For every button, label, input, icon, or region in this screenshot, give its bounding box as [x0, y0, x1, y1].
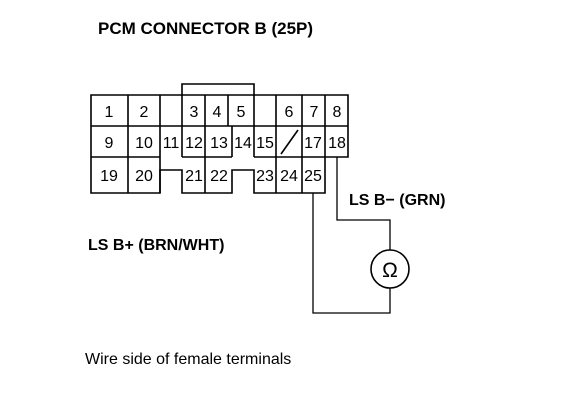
terminal-5: 5 [237, 104, 246, 121]
label-ls-b-plus: LS B+ (BRN/WHT) [88, 237, 224, 254]
terminal-10: 10 [135, 135, 153, 152]
terminal-8: 8 [333, 104, 342, 121]
terminal-14: 14 [234, 135, 252, 152]
terminal-23: 23 [256, 168, 274, 185]
diagram-title: PCM CONNECTOR B (25P) [98, 19, 313, 38]
terminal-19: 19 [100, 168, 118, 185]
ohmmeter-circle [370, 249, 410, 289]
terminal-24: 24 [280, 168, 298, 185]
caption: Wire side of female terminals [85, 351, 291, 368]
wire-ls-b-minus [336, 157, 391, 250]
terminal-9: 9 [105, 135, 114, 152]
probe-wires [312, 157, 391, 314]
label-ls-b-minus: LS B− (GRN) [349, 192, 445, 209]
terminal-1: 1 [105, 104, 114, 121]
terminal-7: 7 [310, 104, 319, 121]
terminal-3: 3 [190, 104, 199, 121]
terminal-18: 18 [328, 135, 346, 152]
wire-ls-b-plus [312, 193, 391, 314]
terminal-20: 20 [135, 168, 153, 185]
ohm-symbol-icon: Ω [382, 259, 398, 282]
terminal-21: 21 [185, 168, 203, 185]
terminal-22: 22 [210, 168, 228, 185]
terminal-13: 13 [210, 135, 228, 152]
ohmmeter: Ω [370, 249, 410, 289]
terminal-16-empty-slash [280, 129, 299, 155]
terminal-15: 15 [256, 135, 274, 152]
terminal-numbers: 1 2 3 4 5 6 7 8 9 10 11 12 13 14 15 17 1… [100, 104, 346, 185]
terminal-6: 6 [285, 104, 294, 121]
terminal-2: 2 [140, 104, 149, 121]
connector-body [90, 83, 349, 194]
terminal-11: 11 [163, 135, 180, 152]
terminal-12: 12 [185, 135, 203, 152]
terminal-17: 17 [304, 135, 322, 152]
terminal-25: 25 [304, 168, 322, 185]
terminal-4: 4 [213, 104, 222, 121]
